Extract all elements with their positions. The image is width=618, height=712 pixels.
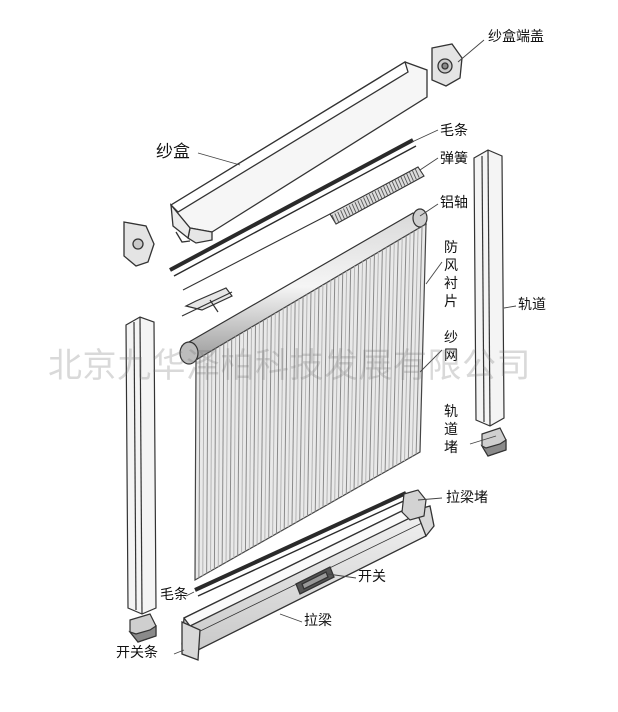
watermark: 北京九华泽柏科技发展有限公司 <box>48 346 531 386</box>
brush-strip-top <box>169 138 417 277</box>
box-end-cap-right <box>431 43 463 87</box>
label-aluminum-shaft: 铝轴 <box>440 195 468 211</box>
screen-mesh <box>194 222 427 582</box>
brush-strip-bottom <box>194 491 409 597</box>
label-brush-strip-top: 毛条 <box>440 123 468 139</box>
box-end-cap-left <box>123 221 155 267</box>
screen-box <box>169 61 428 244</box>
label-switch: 开关 <box>358 569 386 585</box>
label-spring: 弹簧 <box>440 151 468 167</box>
pull-bar-plug <box>401 489 427 521</box>
label-pull-bar-plug: 拉梁堵 <box>446 490 488 506</box>
leader-lines <box>173 39 517 655</box>
label-switch-strip: 开关条 <box>116 645 158 661</box>
label-screen-box: 纱盒 <box>156 142 190 162</box>
aluminum-shaft-rod <box>181 287 233 317</box>
guide-rail-right <box>473 149 505 427</box>
label-rail-plug: 轨道堵 <box>444 404 458 456</box>
label-box-end-cap: 纱盒端盖 <box>488 29 544 45</box>
label-brush-strip-bottom: 毛条 <box>160 587 188 603</box>
label-wind-liner: 防风衬片 <box>444 240 458 310</box>
label-guide-rail: 轨道 <box>518 297 546 313</box>
switch-strip-plug <box>128 613 157 643</box>
rail-plug <box>480 427 507 457</box>
spring <box>182 166 425 291</box>
label-mesh: 纱网 <box>444 330 458 364</box>
guide-rail-left <box>125 316 157 615</box>
label-pull-bar: 拉梁 <box>304 613 332 629</box>
